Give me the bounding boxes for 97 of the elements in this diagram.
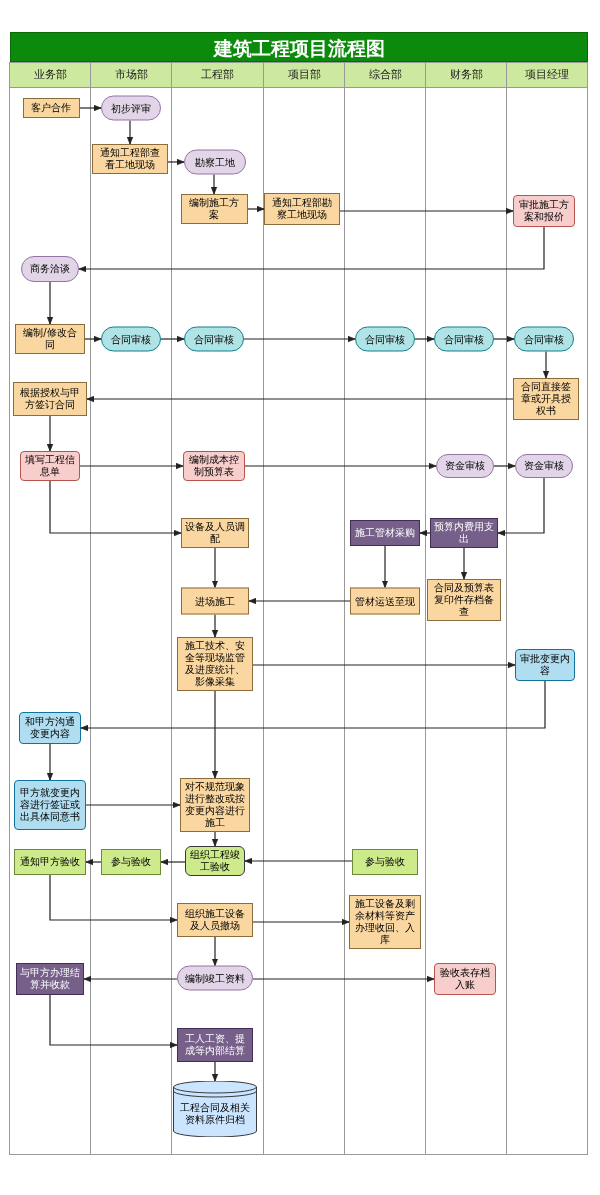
rounded-step: 编制竣工资料 <box>177 965 253 991</box>
process-box: 和甲方沟通变更内容 <box>19 712 81 744</box>
arrow <box>252 975 435 983</box>
process-box: 工人工资、提成等内部结算 <box>177 1028 253 1062</box>
lane-header: 市场部 <box>91 63 171 88</box>
swimlane <box>171 62 264 1155</box>
process-box: 施工管材采购 <box>350 520 420 546</box>
arrow <box>80 680 546 732</box>
arrow <box>49 994 178 1049</box>
swimlane <box>263 62 345 1155</box>
process-box: 进场施工 <box>181 587 249 615</box>
arrow <box>160 335 185 343</box>
arrow <box>211 690 219 779</box>
arrow <box>244 857 353 865</box>
rounded-step: 合同审核 <box>184 326 244 352</box>
arrow <box>49 480 182 537</box>
arrow <box>339 207 514 215</box>
process-box: 管材运送至现 <box>350 587 420 615</box>
process-box: 客户合作 <box>22 98 80 118</box>
lane-header: 业务部 <box>10 63 90 88</box>
process-box: 编制/修改合同 <box>15 324 85 354</box>
process-box: 施工技术、安全等现场监管及进度统计、影像采集 <box>177 637 253 691</box>
process-box: 验收表存档入账 <box>434 963 496 995</box>
arrow <box>542 350 550 379</box>
rounded-step: 商务洽谈 <box>21 256 79 282</box>
rounded-step: 勘察工地 <box>184 149 246 175</box>
process-box: 根据授权与甲方签订合同 <box>13 382 87 416</box>
arrow <box>493 462 516 470</box>
lane-header: 项目部 <box>264 63 344 88</box>
swimlane <box>425 62 507 1155</box>
arrow <box>46 415 54 452</box>
process-box: 甲方就变更内容进行签证或出具体同意书 <box>14 780 86 830</box>
process-box: 编制施工方案 <box>180 194 248 224</box>
swimlane <box>90 62 172 1155</box>
arrow <box>211 613 219 638</box>
process-box: 与甲方办理结算并收款 <box>16 963 84 995</box>
lane-header: 综合部 <box>345 63 425 88</box>
arrow <box>46 281 54 325</box>
arrow <box>211 831 219 847</box>
rounded-step: 合同审核 <box>514 326 574 352</box>
process-box: 施工设备及剩余材料等资产办理收回、入库 <box>349 895 421 949</box>
process-box: 组织工程竣工验收 <box>185 846 245 876</box>
rounded-step: 初步评审 <box>101 95 161 121</box>
process-box: 参与验收 <box>352 849 418 875</box>
process-box: 对不规范现象进行整改或按变更内容进行施工 <box>180 778 250 832</box>
arrow <box>85 858 102 866</box>
arrow <box>85 801 181 809</box>
arrow <box>160 858 186 866</box>
process-box: 通知工程部勘察工地现场 <box>264 193 340 225</box>
database-cylinder: 工程合同及相关资料原件归档 <box>173 1081 257 1137</box>
process-box: 合同直接签章或开具授权书 <box>513 378 579 420</box>
rounded-step: 资金审核 <box>436 454 494 478</box>
process-box: 合同及预算表复印件存档备查 <box>427 579 501 621</box>
arrow <box>243 335 356 343</box>
arrow <box>246 205 265 213</box>
swimlane <box>344 62 426 1155</box>
arrow <box>414 335 435 343</box>
arrow <box>79 462 184 470</box>
arrow <box>419 529 431 537</box>
arrow <box>497 477 545 537</box>
rounded-step: 合同审核 <box>434 326 494 352</box>
arrow <box>493 335 515 343</box>
process-box: 设备及人员调配 <box>181 518 249 548</box>
title-banner: 建筑工程项目流程图 <box>10 32 588 62</box>
arrow <box>83 975 178 983</box>
lane-header: 项目经理 <box>507 63 587 88</box>
rounded-step: 资金审核 <box>515 454 573 478</box>
arrow <box>252 661 516 669</box>
process-box: 通知甲方验收 <box>14 849 86 875</box>
process-box: 审批施工方案和报价 <box>513 195 575 227</box>
arrow <box>126 119 134 145</box>
arrow <box>78 104 102 112</box>
lane-header: 工程部 <box>172 63 263 88</box>
arrow <box>78 226 545 273</box>
arrow <box>86 395 514 403</box>
arrow <box>84 335 102 343</box>
process-box: 编制成本控制预算表 <box>183 451 245 481</box>
process-box: 填写工程信息单 <box>20 451 80 481</box>
arrow <box>210 173 218 195</box>
process-box: 通知工程部查看工地现场 <box>92 144 168 174</box>
arrow <box>252 918 350 926</box>
process-box: 组织施工设备及人员撤场 <box>177 903 253 937</box>
process-box: 审批变更内容 <box>515 649 575 681</box>
arrow <box>248 597 351 605</box>
arrow <box>167 158 185 166</box>
arrow <box>244 462 437 470</box>
process-box: 预算内费用支出 <box>430 518 498 548</box>
arrow <box>49 874 178 924</box>
swimlane <box>9 62 91 1155</box>
swimlane <box>506 62 588 1155</box>
rounded-step: 合同审核 <box>101 326 161 352</box>
arrow <box>46 743 54 781</box>
lane-header: 财务部 <box>426 63 506 88</box>
rounded-step: 合同审核 <box>355 326 415 352</box>
arrow <box>211 1061 219 1082</box>
process-box: 参与验收 <box>101 849 161 875</box>
arrow <box>460 547 468 580</box>
